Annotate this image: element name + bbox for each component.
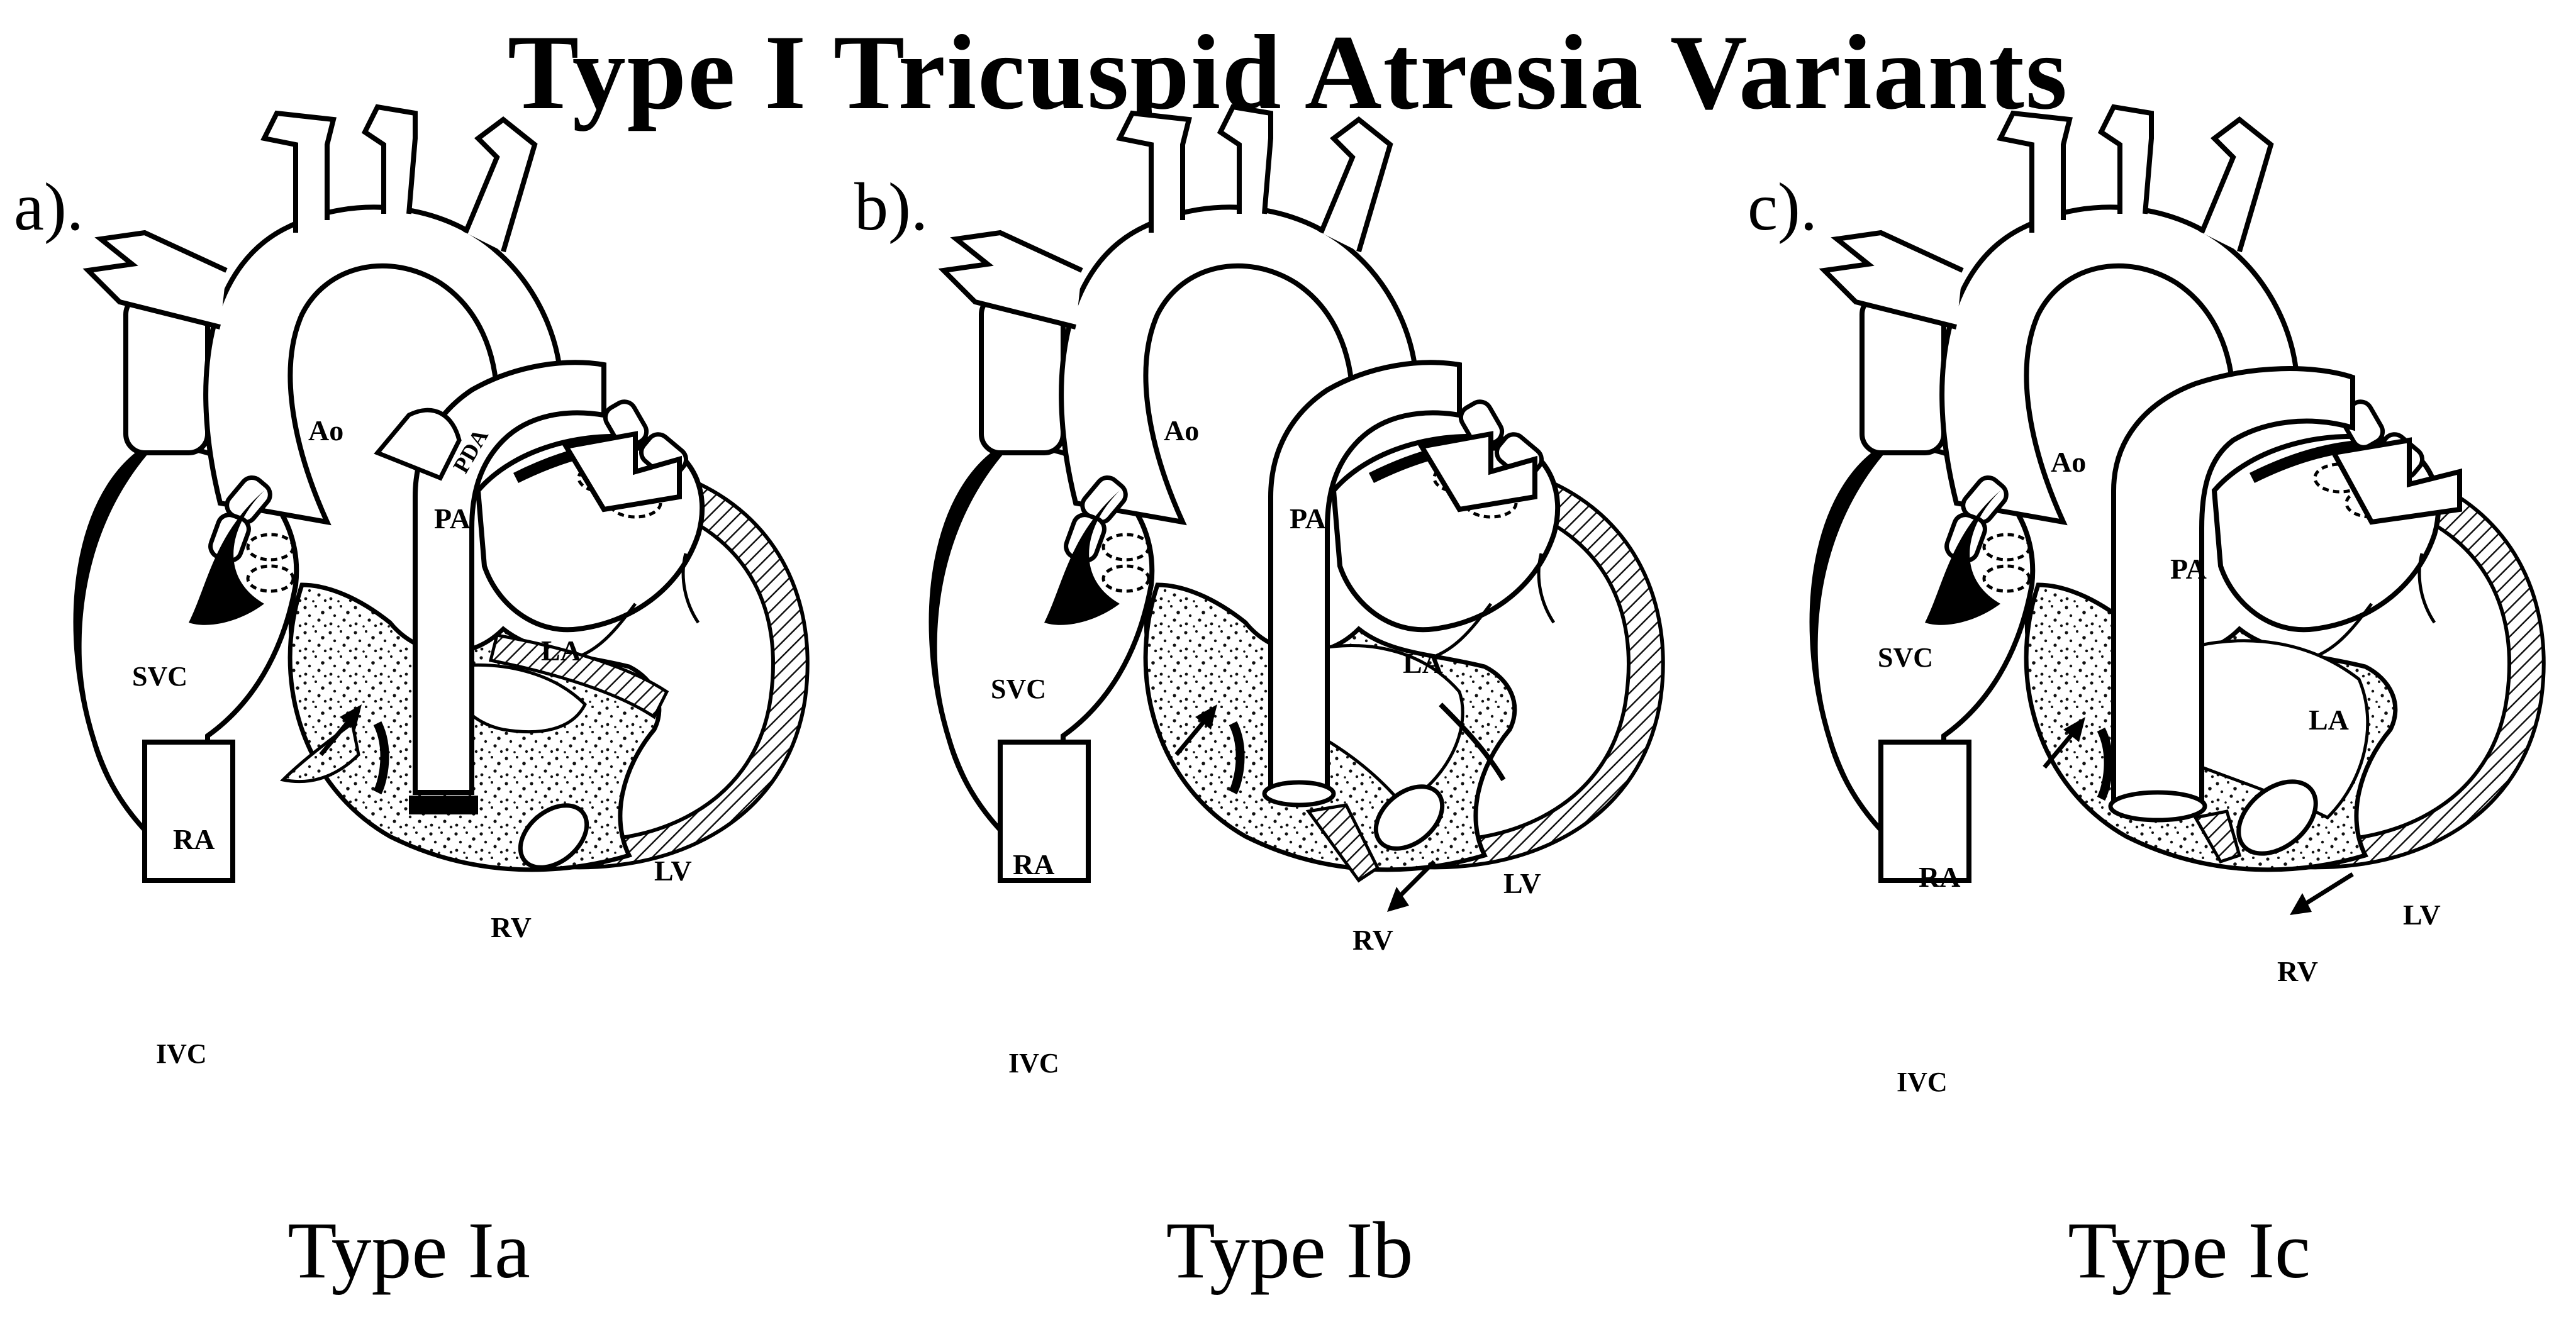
la-label: LA [541,635,581,667]
la-label: LA [1403,647,1443,679]
la-label: LA [2309,704,2349,736]
pa-label: PA [2170,553,2207,585]
ra-label: RA [1013,848,1054,880]
rv-label: RV [491,911,532,943]
ra-label: RA [1919,861,1960,893]
svc-label: SVC [132,661,187,692]
panel-c-type-label: Type Ic [2068,1206,2311,1295]
figure-title: Type I Tricuspid Atresia Variants [507,13,2069,131]
ao-label: Ao [308,414,343,447]
panel-c-letter: c). [1748,170,1817,245]
panel-a-type-label: Type Ia [287,1206,530,1295]
panel-a-diagram: PDA Ao PA LA LV RV RA SVC IVC [0,0,837,1069]
rv-label: RV [1352,924,1393,956]
panel-a-letter: a). [14,170,84,245]
lv-label: LV [1503,867,1541,899]
ao-label: Ao [1164,414,1199,447]
rv-label: RV [2277,955,2318,987]
pa-label: PA [434,502,471,535]
ivc-label: IVC [1008,1048,1059,1079]
svc-label: SVC [1878,642,1933,673]
lv-label: LV [2403,899,2441,931]
panel-c-diagram: Ao PA LA LV RV RA SVC IVC [1736,0,2573,1097]
pa-label: PA [1290,502,1326,535]
ra-label: RA [173,823,215,855]
ivc-label: IVC [156,1038,207,1069]
panel-b-type-label: Type Ib [1166,1206,1413,1295]
lv-label: LV [654,855,692,887]
panel-b-letter: b). [854,170,928,245]
panel-b-diagram: Ao PA LA LV RV RA SVC IVC [856,0,1692,1079]
ao-label: Ao [2051,446,2086,478]
svc-label: SVC [991,674,1046,704]
ivc-label: IVC [1897,1067,1948,1097]
